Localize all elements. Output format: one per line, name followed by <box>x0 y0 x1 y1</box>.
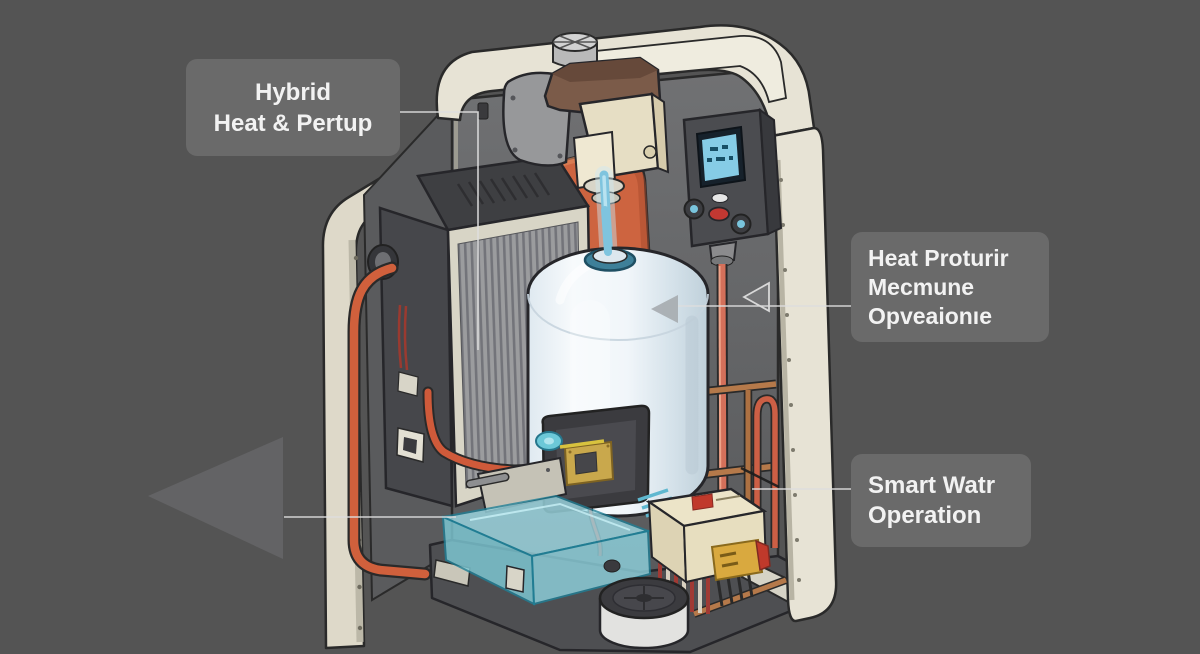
callout-line: Smart Watr <box>868 471 996 499</box>
box-marking <box>691 493 714 511</box>
dark-pointer-tick <box>740 466 780 489</box>
callout-heating-mode: Heat Proturir Mecmune Opveaionıe <box>851 232 1049 342</box>
callout-line: Mecmune <box>868 273 975 300</box>
shell-screws <box>779 178 801 582</box>
exhaust-fan-assembly <box>502 32 670 205</box>
power-button <box>708 206 730 222</box>
drain-pump <box>598 576 690 650</box>
callout-lines <box>284 111 852 518</box>
callout-line: Opveaionıe <box>868 302 992 329</box>
compressor-wires <box>397 304 409 371</box>
callout-line: Operation <box>868 501 982 529</box>
control-panel <box>682 107 783 267</box>
callout-hybrid-heat-pump: Hybrid Heat & Pertup <box>186 59 400 156</box>
condensate-tray <box>439 494 652 606</box>
enclosure-shell <box>435 24 838 623</box>
terminal-block <box>710 538 764 582</box>
callout-line: Heat & Pertup <box>213 109 373 137</box>
hybrid-leader-line <box>400 111 479 350</box>
wall-latch <box>477 102 489 120</box>
outline-pointer-triangle <box>742 281 770 313</box>
direction-arrow <box>148 437 283 559</box>
yellow-wire <box>559 439 605 449</box>
callout-line: Heat Proturir <box>868 244 1009 271</box>
screen-digits <box>707 145 733 162</box>
tank-pointer-triangle <box>651 295 678 323</box>
compressor-vents <box>456 172 551 207</box>
tray-drain <box>603 559 621 573</box>
refrigerant-pipes <box>347 261 564 581</box>
indicator-light <box>711 193 729 203</box>
callout-line: Hybrid <box>254 78 331 106</box>
callout-smart-operation: Smart Watr Operation <box>851 454 1031 547</box>
